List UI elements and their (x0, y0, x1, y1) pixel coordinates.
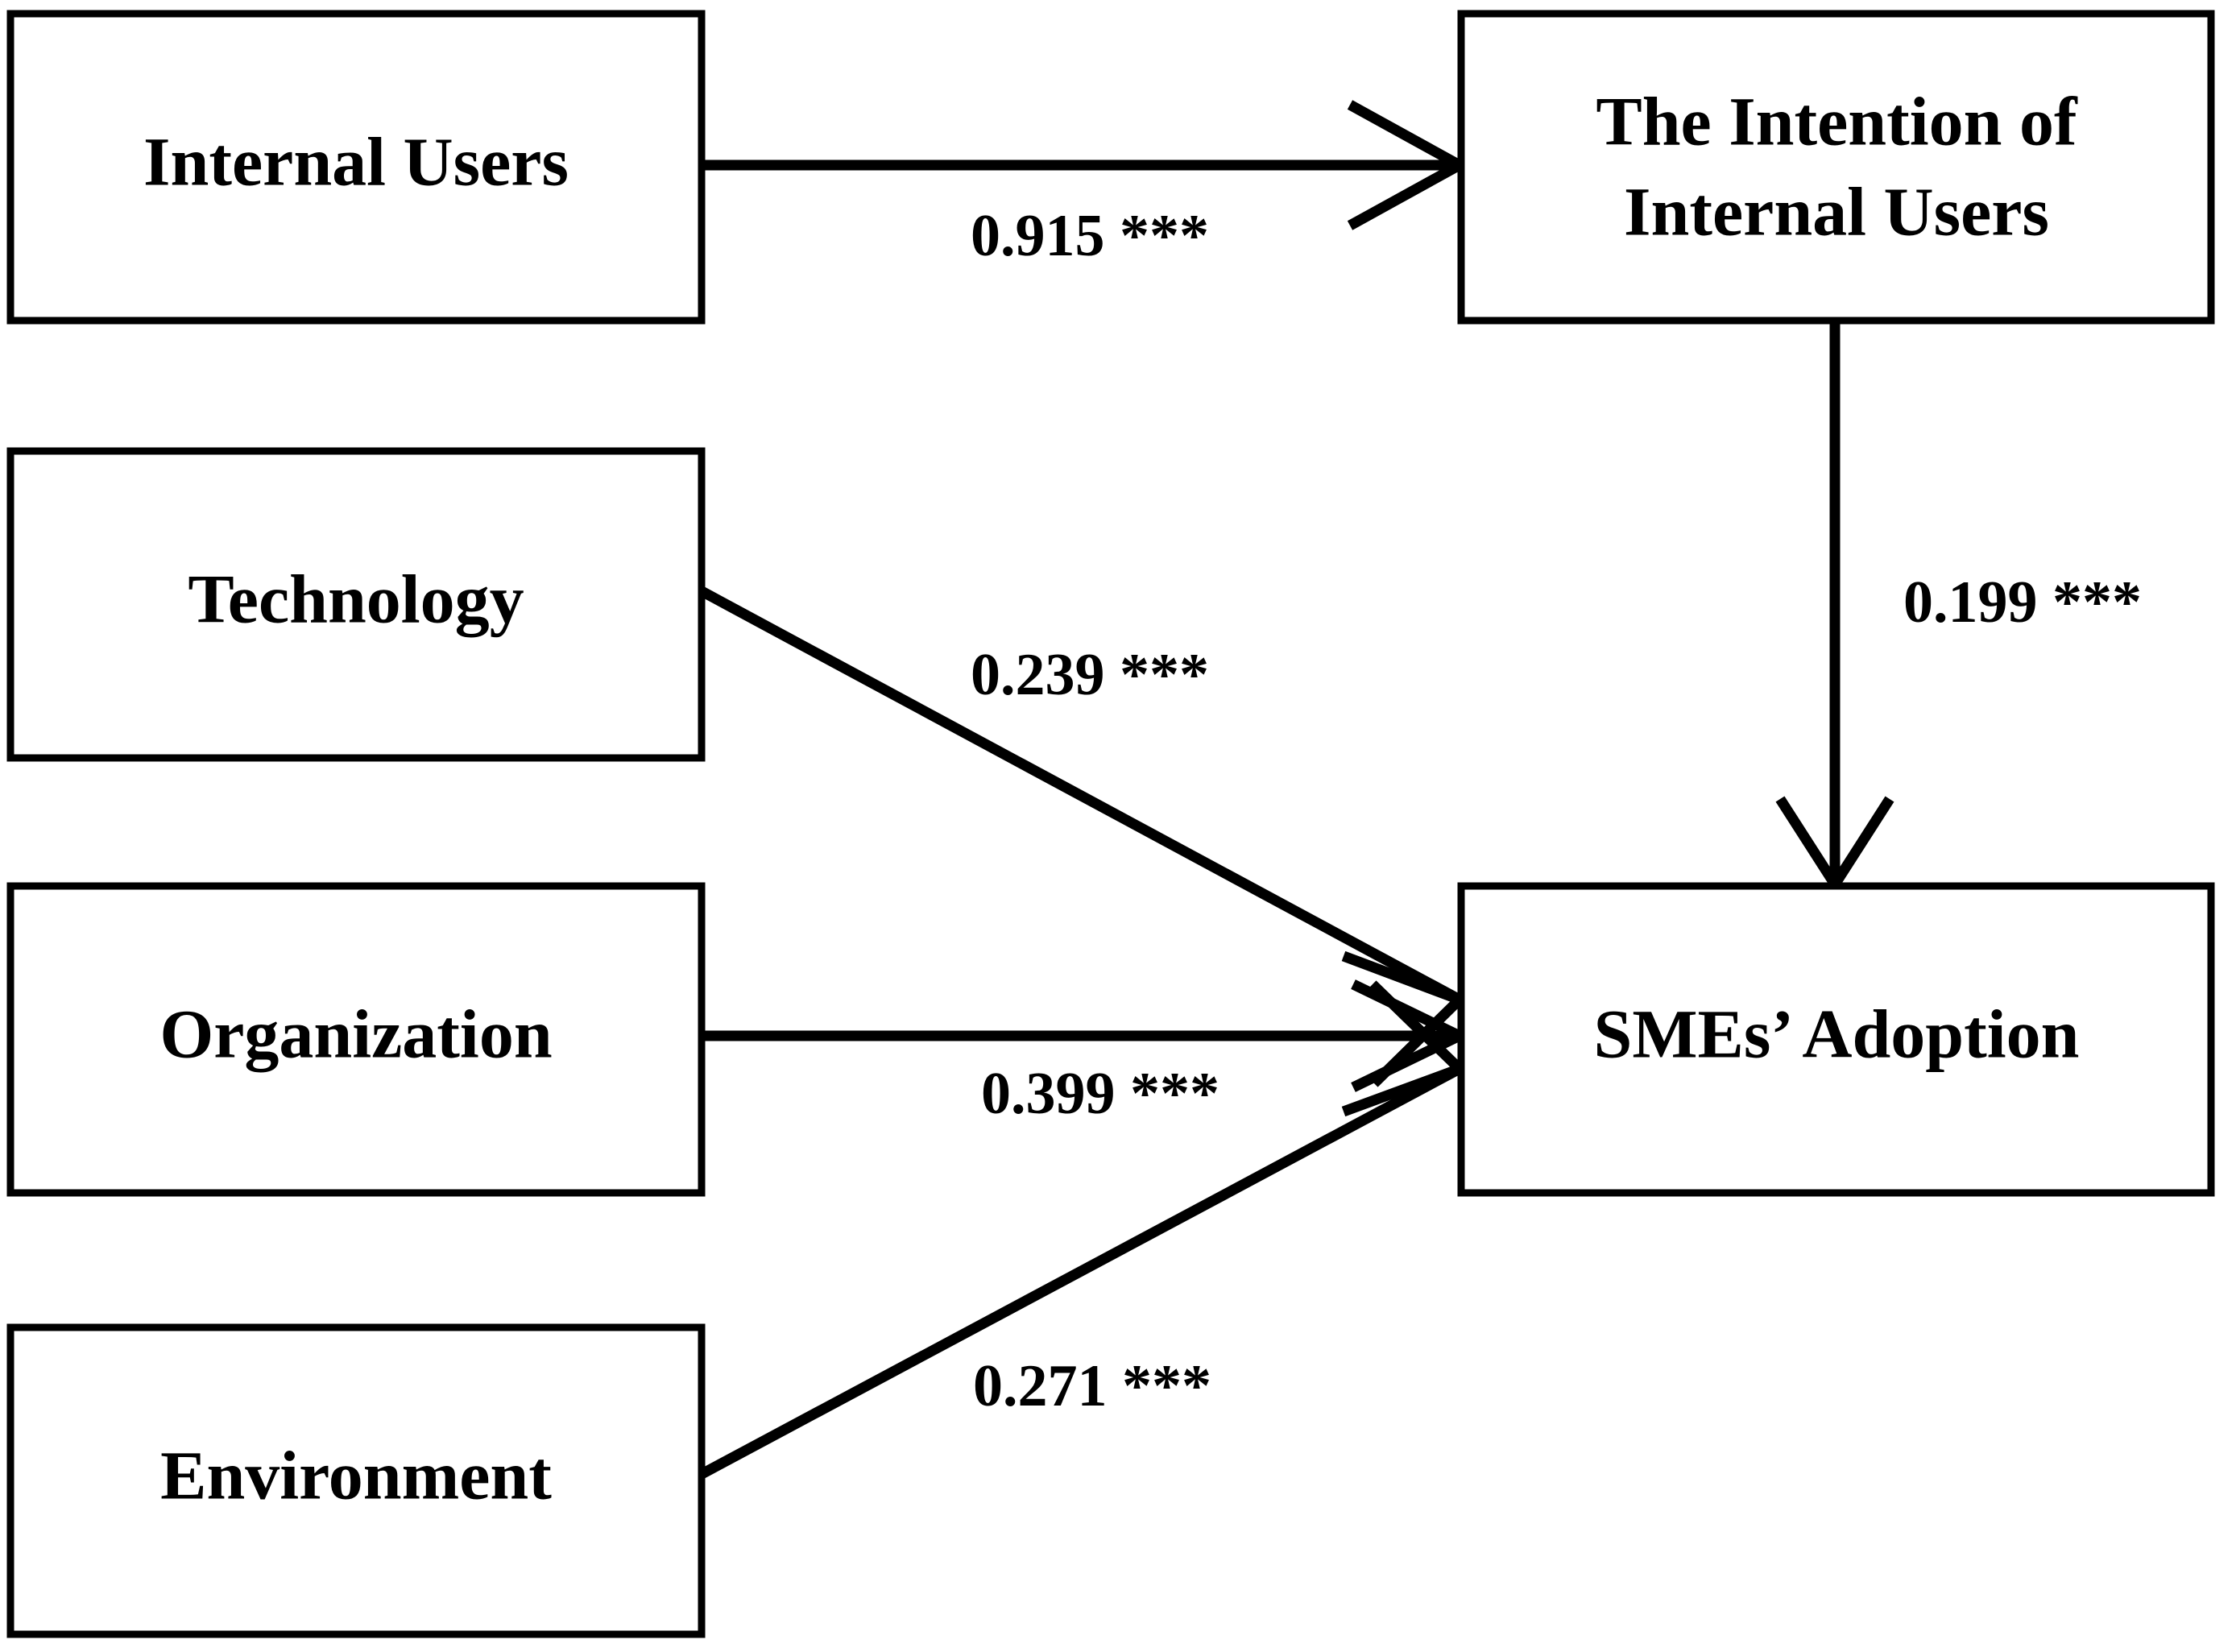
node-box-technology[interactable] (6, 447, 706, 762)
node-box-internal-users[interactable] (6, 10, 706, 325)
coefficient-label-p4: 0.271 *** (973, 1353, 1211, 1419)
coefficient-label-p5: 0.199 *** (1903, 569, 2142, 636)
node-box-sme-adoption[interactable] (1457, 882, 2215, 1197)
node-organization[interactable]: Organization (6, 882, 706, 1197)
node-box-environment[interactable] (6, 1323, 706, 1638)
node-environment[interactable]: Environment (6, 1323, 706, 1638)
node-label-intention-line1: The Intention of (1596, 83, 2078, 160)
edge-line-p4 (689, 1064, 1463, 1484)
node-sme-adoption[interactable]: SMEs’ Adoption (1457, 882, 2215, 1197)
node-technology[interactable]: Technology (6, 447, 706, 762)
edge-line-p2 (689, 582, 1463, 1004)
node-box-organization[interactable] (6, 882, 706, 1197)
node-box-intention[interactable] (1457, 10, 2215, 325)
node-label-intention-line2: Internal Users (1624, 173, 2049, 250)
coefficient-label-p3: 0.399 *** (981, 1061, 1219, 1127)
node-label-internal-users: Internal Users (143, 123, 569, 201)
node-label-technology: Technology (188, 561, 524, 638)
path-edge-intention-to-sme-adoption (1775, 321, 1894, 895)
node-label-organization: Organization (159, 996, 552, 1073)
node-internal-users[interactable]: Internal Users (6, 10, 706, 325)
node-intention-of-internal-users[interactable]: The Intention of Internal Users (1457, 10, 2215, 325)
coefficient-label-p2: 0.239 *** (971, 642, 1209, 708)
node-label-environment: Environment (160, 1437, 552, 1514)
node-label-sme-adoption: SMEs’ Adoption (1594, 996, 2080, 1073)
coefficient-label-p1: 0.915 *** (971, 203, 1209, 269)
